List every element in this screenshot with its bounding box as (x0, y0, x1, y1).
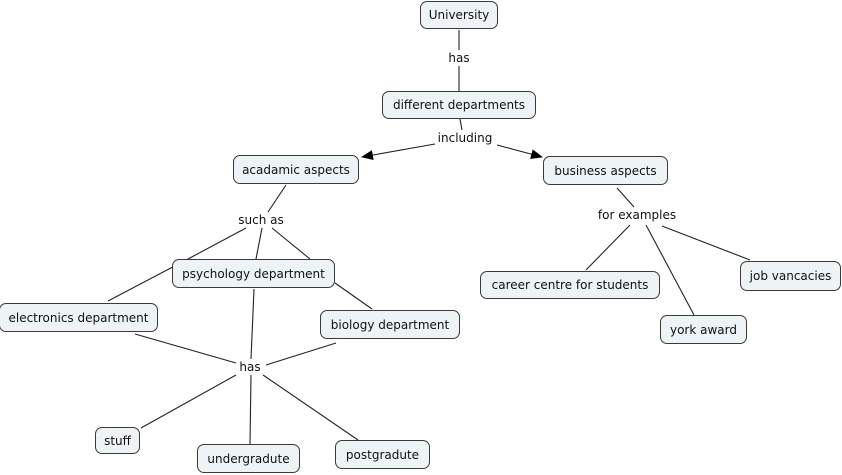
concept-biology-department[interactable]: biology department (320, 310, 460, 339)
linking-phrase-has-2[interactable]: has (237, 360, 263, 374)
linking-phrase-including[interactable]: including (435, 131, 495, 145)
connection-has-2-to-postgradute (262, 374, 359, 441)
connection-for-examples-to-york-award (645, 224, 695, 316)
linking-phrase-for-examples[interactable]: for examples (595, 208, 679, 222)
concept-different-departments[interactable]: different departments (382, 91, 536, 119)
connection-such-as-to-biology-department-segment (334, 282, 373, 310)
connection-for-examples-to-career-centre (585, 224, 631, 271)
connection-such-as-to-psychology-department (255, 227, 263, 260)
connection-such-as-to-electronics-department (187, 227, 247, 260)
connection-acadamic-aspects-to-such-as (267, 184, 287, 213)
concept-york-award[interactable]: york award (660, 315, 747, 344)
concept-psychology-department[interactable]: psychology department (172, 259, 335, 288)
connection-biology-department-to-has-2 (265, 342, 337, 366)
connection-for-examples-to-job-vancacies (661, 225, 751, 261)
concept-acadamic-aspects[interactable]: acadamic aspects (233, 155, 359, 184)
concept-stuff[interactable]: stuff (95, 427, 140, 454)
connection-including-to-business-aspects (496, 144, 543, 159)
concept-career-centre[interactable]: career centre for students (480, 271, 660, 299)
connection-has-2-to-stuff (140, 374, 237, 429)
connection-has-2-to-undergradute (249, 374, 252, 445)
concept-postgradute[interactable]: postgradute (335, 440, 430, 469)
connection-such-as-to-biology-department (271, 227, 311, 260)
concept-undergradute[interactable]: undergradute (197, 444, 300, 473)
connection-different-departments-to-including (459, 118, 463, 131)
concept-university[interactable]: University (420, 1, 498, 29)
concept-electronics-department[interactable]: electronics department (0, 303, 158, 332)
connection-business-aspects-to-for-examples (616, 187, 635, 208)
concept-job-vancacies[interactable]: job vancacies (740, 261, 841, 291)
linking-phrase-such-as[interactable]: such as (236, 213, 286, 227)
connection-including-to-acadamic-aspects (361, 143, 436, 160)
linking-phrase-has[interactable]: has (446, 51, 472, 65)
connection-psychology-department-to-has-2 (250, 288, 255, 360)
connection-electronics-department-to-has-2 (134, 333, 237, 364)
concept-business-aspects[interactable]: business aspects (543, 156, 668, 185)
